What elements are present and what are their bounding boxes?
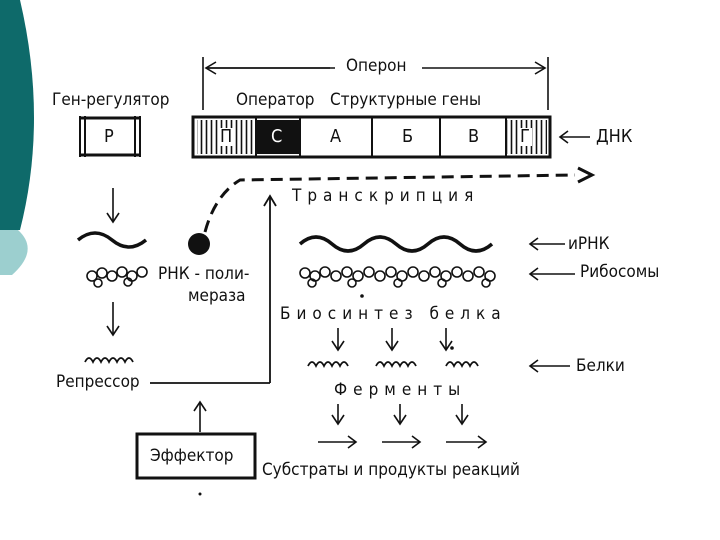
segment-label-g: Г [518,126,532,147]
proteins-label: Белки [576,356,625,376]
dna-label: ДНК [596,126,633,147]
dot-mark [360,294,364,298]
biosynthesis-arrows [331,328,453,352]
reaction-arrows [318,435,488,449]
transcription-label: Транскрипция [292,186,480,206]
mrna-label: иРНК [568,234,610,254]
polymerase-path [203,173,576,233]
operon-mrna-wave [298,235,494,253]
protein-biosynthesis-label: Биосинтез белка [280,304,507,324]
effector-label: Эффектор [150,446,234,466]
operator-label: Оператор [236,90,315,110]
protein-icons [307,361,479,369]
dot-mark [198,492,202,496]
rna-polymerase-label-2: мераза [188,286,246,306]
substrates-products-label: Субстраты и продукты реакций [262,460,520,480]
repressor-protein-icon [84,357,134,365]
regulator-mrna-wave [76,231,148,249]
effector-box [135,432,257,480]
repressor-operator-line [150,194,277,384]
rna-polymerase-icon [188,233,210,255]
operon-bracket [202,57,549,110]
segment-label-p: П [218,126,235,147]
right-pointer-arrows [528,237,575,373]
repressor-label: Репрессор [56,372,140,392]
structural-genes-label: Структурные гены [330,90,482,110]
effector-arrow [193,400,207,432]
regulator-ribosomes [86,266,148,288]
ribosomes-label: Рибосомы [580,262,660,282]
operon-dna-strip [191,115,552,159]
rna-polymerase-label-1: РНК - поли- [158,264,250,284]
dna-pointer-arrow [558,130,590,144]
slide-decoration [0,0,34,275]
regulator-chain-arrows [106,188,120,337]
operon-label: Оперон [346,56,407,76]
operon-ribosomes [299,266,496,288]
segment-label-r: Р [104,126,114,147]
regulator-gene-box [79,116,141,157]
enzyme-arrows [331,404,469,426]
dot-mark [450,346,454,350]
polymerase-arrowhead [577,166,596,184]
segment-label-s: С [271,126,283,147]
segment-label-a: А [330,126,342,147]
gene-regulator-label: Ген-регулятор [52,90,170,110]
enzymes-label: Ферменты [334,380,467,400]
segment-label-v: В [468,126,480,147]
segment-label-b: Б [402,126,414,147]
